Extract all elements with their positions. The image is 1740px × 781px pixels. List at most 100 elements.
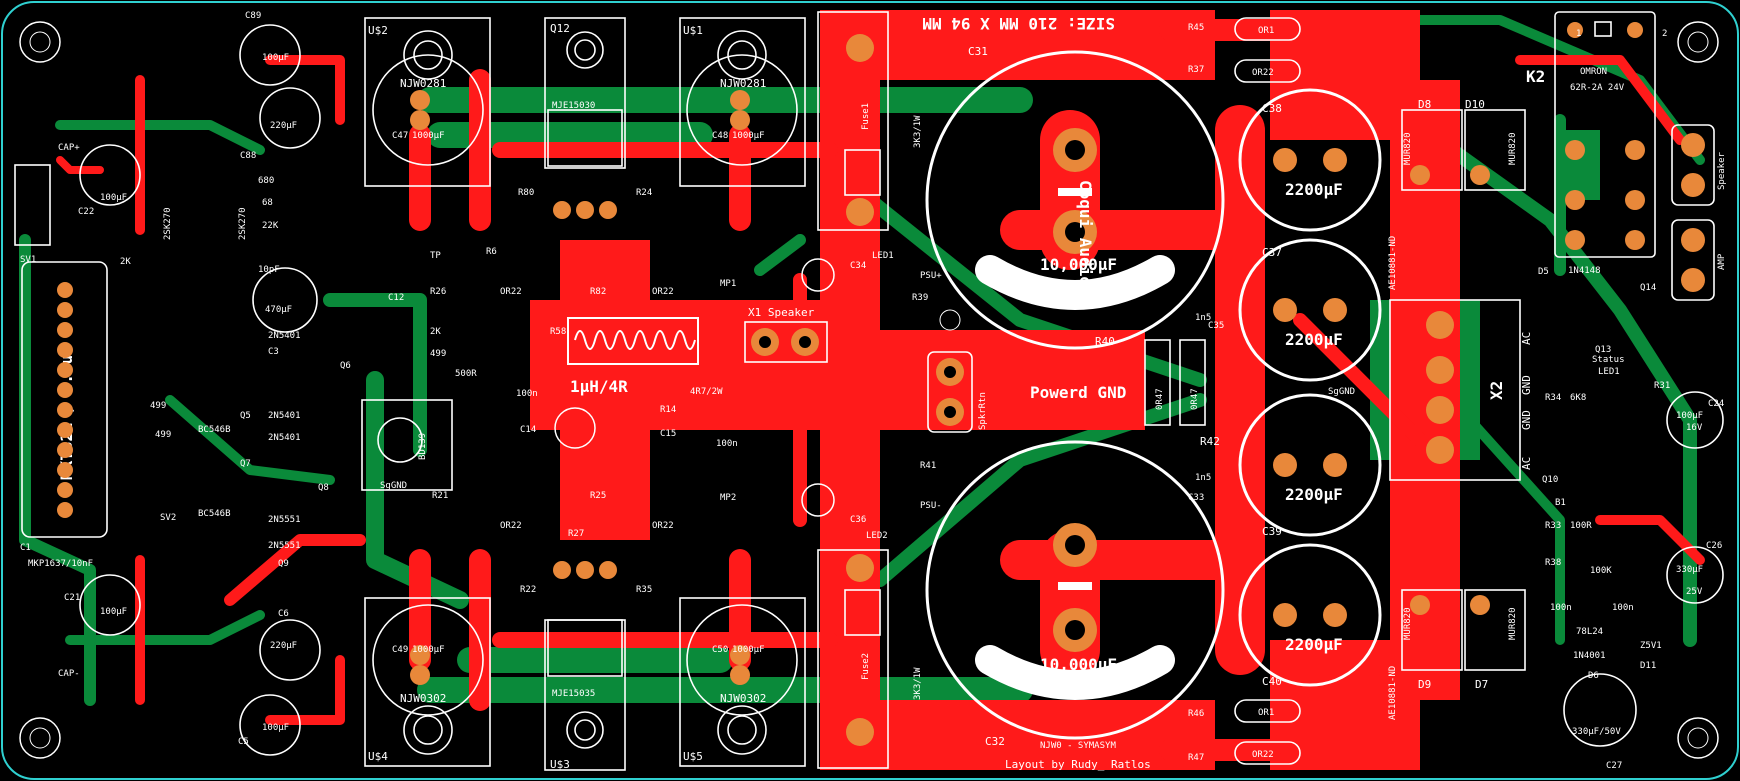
svg-text:680: 680 — [258, 176, 274, 186]
svg-text:PSU-: PSU- — [920, 501, 942, 511]
svg-text:3K3/1W: 3K3/1W — [913, 115, 923, 148]
svg-text:U$1: U$1 — [683, 24, 703, 37]
svg-text:Q7: Q7 — [240, 459, 251, 469]
svg-text:AE10881-ND: AE10881-ND — [1388, 666, 1398, 720]
project-name: NJW0 - SYMASYM — [1040, 741, 1116, 751]
svg-text:1n5: 1n5 — [1195, 313, 1211, 323]
svg-text:B1: B1 — [1555, 498, 1566, 508]
svg-text:100K: 100K — [1590, 566, 1612, 576]
svg-text:U$3: U$3 — [550, 758, 570, 771]
relay-k2: OMRON 62R-2A 24V K2 1 2 — [1526, 11, 1667, 258]
svg-text:MP1: MP1 — [720, 279, 736, 289]
svg-text:100n: 100n — [716, 439, 738, 449]
svg-text:R24: R24 — [636, 188, 652, 198]
svg-text:U$4: U$4 — [368, 750, 388, 763]
svg-text:R42: R42 — [1200, 435, 1220, 448]
mounting-hole-bl — [19, 717, 61, 759]
svg-text:Q14: Q14 — [1640, 283, 1656, 293]
svg-text:C21: C21 — [64, 593, 80, 603]
svg-text:C1: C1 — [20, 543, 31, 553]
svg-text:SgGND: SgGND — [1328, 387, 1355, 397]
svg-text:D8: D8 — [1418, 98, 1431, 111]
svg-text:499: 499 — [150, 401, 166, 411]
layout-credit: Layout by Rudy_ Ratlos — [1005, 758, 1151, 771]
svg-text:C50: C50 — [712, 645, 728, 655]
board-size-text: SIZE: 210 MM X 94 MM — [922, 14, 1115, 33]
svg-text:100µF: 100µF — [262, 53, 289, 63]
svg-text:C22: C22 — [78, 207, 94, 217]
svg-text:C89: C89 — [245, 11, 261, 21]
svg-text:MJE15035: MJE15035 — [552, 689, 595, 699]
svg-text:R39: R39 — [912, 293, 928, 303]
svg-text:LED1: LED1 — [872, 251, 894, 261]
svg-text:R80: R80 — [518, 188, 534, 198]
cap-c24: 100µF 16V C24 — [1666, 391, 1724, 449]
svg-text:R45: R45 — [1188, 23, 1204, 33]
svg-text:D7: D7 — [1475, 678, 1488, 691]
svg-text:6K8: 6K8 — [1570, 393, 1586, 403]
mounting-hole-tr — [1677, 21, 1719, 63]
svg-text:U$2: U$2 — [368, 24, 388, 37]
cap-c31: 10,000µF C31 — [925, 45, 1225, 350]
svg-text:470µF: 470µF — [265, 305, 292, 315]
svg-text:R37: R37 — [1188, 65, 1204, 75]
svg-text:C36: C36 — [850, 515, 866, 525]
svg-text:C12: C12 — [388, 293, 404, 303]
svg-text:C40: C40 — [1262, 675, 1282, 688]
connector-x2-ac: X2 AC GND GND AC — [1389, 299, 1533, 481]
svg-text:MKP1637/10nF: MKP1637/10nF — [28, 559, 93, 569]
svg-text:2N5401: 2N5401 — [268, 411, 301, 421]
svg-text:D9: D9 — [1418, 678, 1431, 691]
svg-text:220µF: 220µF — [270, 641, 297, 651]
svg-text:100n: 100n — [1612, 603, 1634, 613]
svg-text:1000µF: 1000µF — [732, 645, 765, 655]
svg-text:2SK270: 2SK270 — [163, 207, 173, 240]
svg-text:1n5: 1n5 — [1195, 473, 1211, 483]
cap-c39: 2200µF C39 — [1238, 393, 1382, 538]
svg-text:Z5V1: Z5V1 — [1640, 641, 1662, 651]
terminal-amp: AMP — [1671, 219, 1727, 301]
svg-text:C33: C33 — [1188, 493, 1204, 503]
cap-c31-label: C31 — [968, 45, 988, 58]
svg-text:2200µF: 2200µF — [1285, 635, 1343, 654]
svg-text:Q13: Q13 — [1595, 345, 1611, 355]
svg-text:MUR820: MUR820 — [1508, 607, 1518, 640]
svg-text:Fuse2: Fuse2 — [861, 653, 871, 680]
mid-area-labels: R80 R24 R6 TP R26 R82 OR22 OR22 MP1 MP2 … — [380, 188, 738, 595]
svg-text:R31: R31 — [1654, 381, 1670, 391]
cap-c40: 2200µF C40 — [1238, 543, 1382, 688]
svg-text:2200µF: 2200µF — [1285, 485, 1343, 504]
speaker-return-terminal: SpkrRtn — [927, 351, 988, 433]
svg-text:K2: K2 — [1526, 67, 1545, 86]
svg-text:AMP: AMP — [1717, 253, 1727, 270]
mounting-holes — [19, 21, 1719, 759]
svg-text:AC: AC — [1520, 457, 1533, 470]
svg-text:1N4001: 1N4001 — [1573, 651, 1606, 661]
svg-text:CAP-: CAP- — [58, 669, 80, 679]
cap-c27: 330µF/50V C27 — [1563, 673, 1637, 771]
svg-text:C47: C47 — [392, 131, 408, 141]
svg-text:NJW0302: NJW0302 — [720, 692, 766, 705]
svg-text:1000µF: 1000µF — [732, 131, 765, 141]
svg-text:2N5401: 2N5401 — [268, 331, 301, 341]
svg-text:R82: R82 — [590, 287, 606, 297]
svg-text:R41: R41 — [920, 461, 936, 471]
transistor-u2: U$2 NJW0281 C47 1000µF — [364, 17, 491, 187]
svg-text:2K: 2K — [430, 327, 441, 337]
bias-transistor-bd139: BD139 — [361, 399, 453, 491]
svg-text:NJW0302: NJW0302 — [400, 692, 446, 705]
svg-text:C49: C49 — [392, 645, 408, 655]
mounting-hole-tl — [19, 21, 61, 63]
cap-c37: 2200µF C37 — [1238, 238, 1382, 382]
svg-text:MUR820: MUR820 — [1508, 132, 1518, 165]
svg-text:Q5: Q5 — [240, 411, 251, 421]
svg-text:500R: 500R — [455, 369, 477, 379]
svg-text:Status: Status — [1592, 355, 1625, 365]
output-inductor: 1µH/4R R58 — [550, 317, 699, 396]
svg-text:Q8: Q8 — [318, 483, 329, 493]
svg-text:SV2: SV2 — [160, 513, 176, 523]
svg-text:3K3/1W: 3K3/1W — [913, 667, 923, 700]
svg-text:R58: R58 — [550, 327, 566, 337]
svg-text:100µF: 100µF — [1676, 411, 1703, 421]
power-gnd-label: Powerd GND — [1030, 383, 1126, 402]
